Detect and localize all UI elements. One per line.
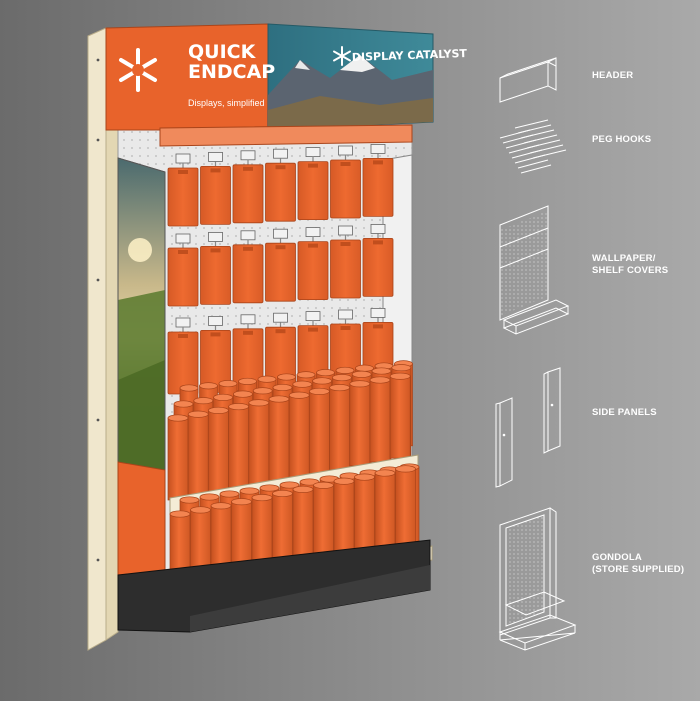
peg-hook-products	[167, 143, 394, 395]
peg-product-box	[362, 157, 394, 217]
peg-hook-tag	[175, 317, 191, 328]
parts-legend	[495, 57, 577, 651]
upper-shelf-products	[167, 360, 413, 501]
display-unit: QUICK ENDCAP Displays, simplified DISPLA…	[87, 23, 468, 651]
peg-hook-tag	[338, 225, 353, 236]
legend-wallpaper-label: WALLPAPER/ SHELF COVERS	[592, 253, 668, 277]
asterisk-logo-icon	[119, 48, 157, 92]
peg-product-box	[330, 239, 361, 299]
can-product	[369, 379, 391, 463]
peg-hook-tag	[273, 228, 288, 239]
peg-hook-tag	[240, 230, 256, 241]
peg-hook-tag	[208, 231, 223, 242]
peg-hook-tag	[370, 307, 386, 318]
peg-product-box	[362, 237, 394, 297]
peg-product-box	[297, 241, 329, 301]
peg-product-box	[200, 165, 231, 225]
side-panels-part-icon	[495, 367, 561, 488]
peg-hook-tag	[338, 309, 353, 320]
can-product	[228, 406, 249, 489]
can-product	[389, 375, 411, 459]
peg-hook-tag	[370, 223, 386, 234]
peg-hook-tag	[273, 312, 288, 323]
can-product	[208, 410, 229, 493]
left-upright	[87, 27, 107, 651]
peg-product-box	[265, 242, 296, 302]
can-product	[248, 402, 270, 486]
peg-hook-tag	[370, 143, 386, 154]
brand-line1: QUICK	[188, 41, 257, 63]
legend-peg-hooks-text: PEG HOOKS	[592, 134, 652, 145]
peg-hook-tag	[305, 311, 321, 322]
peg-hook-tag	[240, 150, 256, 161]
legend-wallpaper-line2: SHELF COVERS	[592, 265, 669, 276]
peg-hook-tag	[175, 233, 191, 244]
peg-hook-tag	[305, 227, 321, 238]
can-product	[288, 394, 310, 478]
peg-product-box	[167, 331, 199, 395]
peg-hook-tag	[338, 145, 353, 156]
legend-side-panels-text: SIDE PANELS	[592, 407, 657, 418]
wallpaper-part-icon	[499, 205, 570, 335]
header-part-icon	[499, 57, 557, 103]
peg-product-box	[167, 247, 199, 307]
brand-line2: ENDCAP	[188, 61, 275, 83]
can-product	[309, 391, 330, 474]
peg-hook-tag	[208, 151, 223, 162]
brand-tagline: Displays, simplified	[188, 98, 265, 108]
legend-wallpaper-line1: WALLPAPER/	[592, 253, 656, 264]
peg-product-box	[232, 244, 264, 304]
peg-product-box	[232, 164, 264, 224]
peg-product-box	[265, 162, 296, 222]
header-bar	[159, 124, 413, 147]
legend-gondola-label: GONDOLA (STORE SUPPLIED)	[592, 552, 684, 576]
legend-header-text: HEADER	[592, 70, 634, 81]
asterisk-small-logo-icon	[333, 46, 351, 66]
can-product	[349, 383, 371, 467]
peg-product-box	[200, 245, 231, 305]
can-product	[187, 413, 209, 497]
company-name: DISPLAY CATALYST	[352, 47, 468, 64]
peg-hook-tag	[305, 147, 321, 158]
legend-gondola-line1: GONDOLA	[592, 552, 642, 563]
peg-product-box	[330, 159, 361, 219]
header-sign: QUICK ENDCAP Displays, simplified DISPLA…	[105, 23, 468, 131]
left-side-panel	[117, 157, 166, 611]
peg-hook-tag	[175, 153, 191, 164]
peg-hook-tag	[208, 315, 223, 326]
legend-gondola-line2: (STORE SUPPLIED)	[592, 564, 685, 575]
legend-header-label: HEADER	[592, 70, 633, 82]
peg-hook-tag	[240, 314, 256, 325]
gondola-part-icon	[498, 507, 577, 651]
peg-hook-tag	[273, 148, 288, 159]
legend-side-panels-label: SIDE PANELS	[592, 407, 657, 419]
peg-product-box	[297, 161, 329, 221]
can-product	[268, 398, 290, 482]
can-product	[167, 417, 189, 501]
legend-peg-hooks-label: PEG HOOKS	[592, 134, 651, 146]
peg-hooks-part-icon	[499, 119, 567, 174]
can-product	[329, 387, 350, 470]
peg-product-box	[167, 167, 199, 227]
